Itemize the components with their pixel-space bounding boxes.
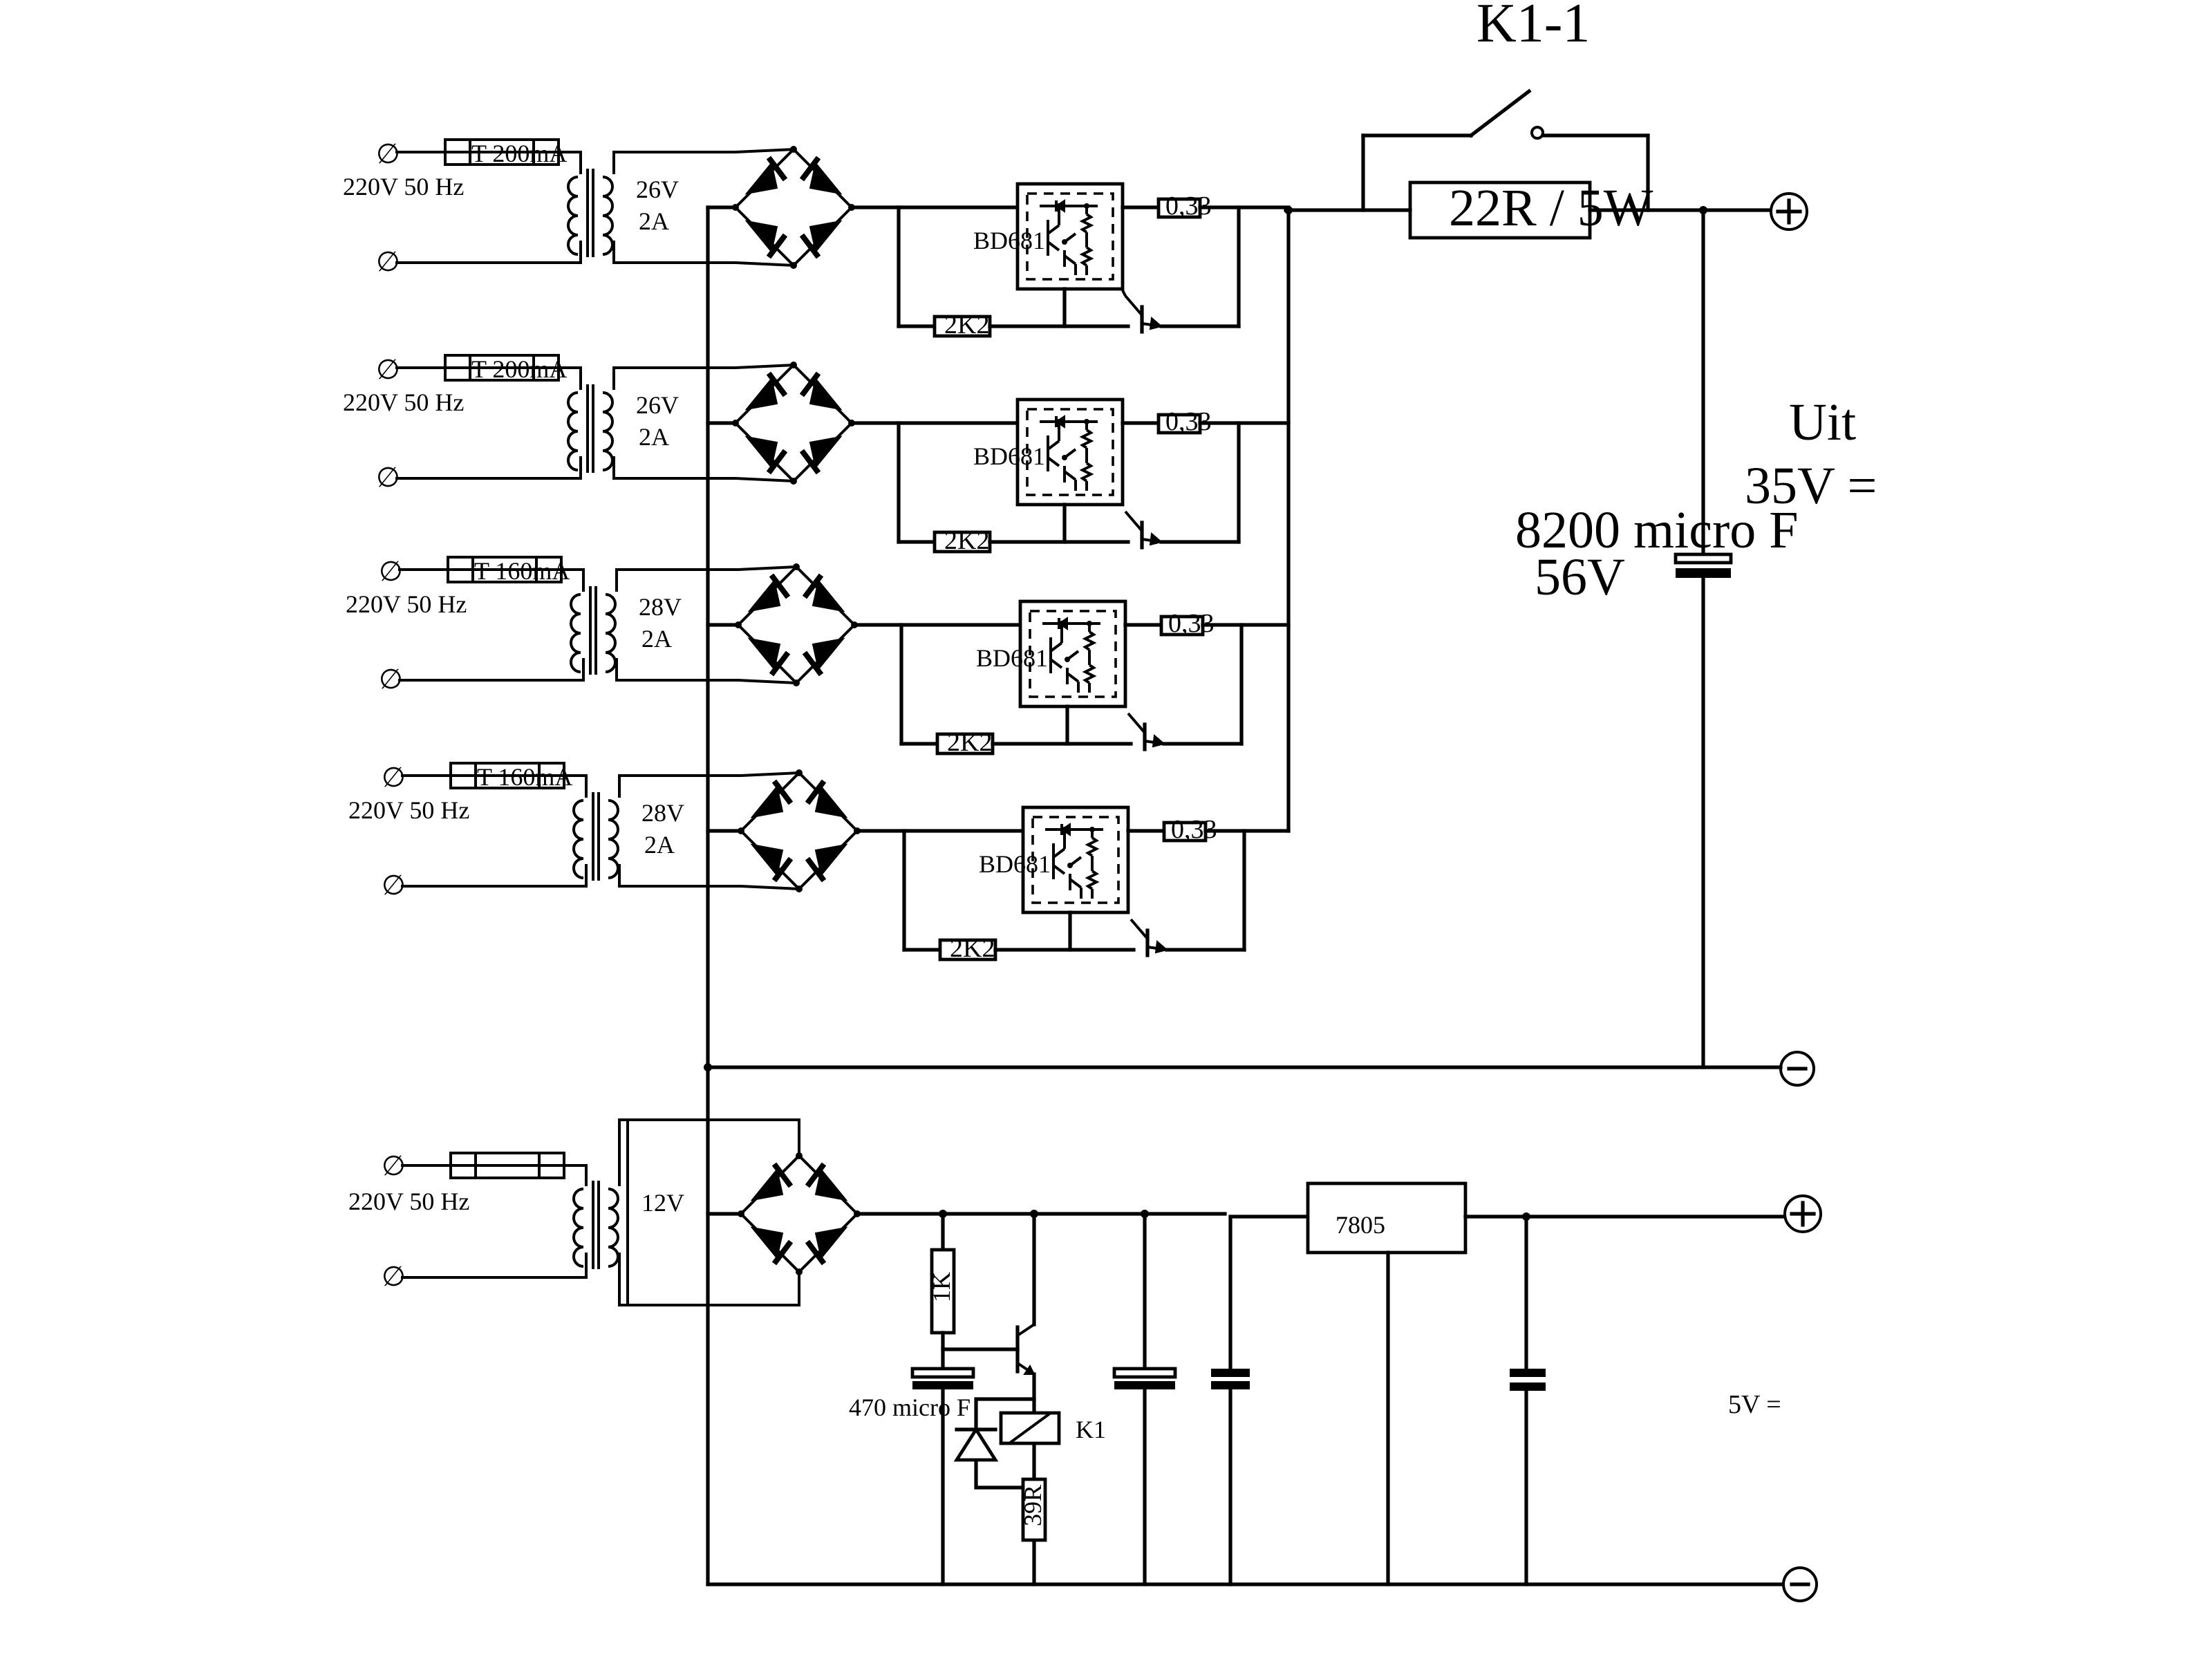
mains-1-label: 220V 50 Hz (343, 173, 464, 200)
mains-3-label: 220V 50 Hz (346, 590, 467, 618)
output-uit-label: Uit (1789, 393, 1856, 451)
bridge-rectifier-3 (735, 563, 858, 686)
capacitor-filter-1 (1112, 1367, 1177, 1389)
power-stage-3: ∅ ∅ T 160mA 220V 50 Hz 28V 2A 2K2 BD68 (346, 556, 1291, 757)
bridge-rectifier-1 (732, 146, 855, 269)
bd681-1-label: BD681 (973, 227, 1045, 254)
bd681-3-label: BD681 (976, 644, 1048, 672)
sec-voltage-2: 26V (636, 391, 679, 419)
sec-current-1: 2A (639, 207, 669, 235)
phase-symbol: ∅ (376, 354, 400, 385)
plus-terminal-5v (1783, 1194, 1822, 1233)
capacitor-filter-2 (1211, 1369, 1250, 1389)
mains-2-label: 220V 50 Hz (343, 388, 464, 416)
transformer-2 (567, 383, 614, 474)
capacitor-8200uf (1674, 552, 1733, 1069)
sec-voltage-3: 28V (639, 593, 682, 621)
res-39r-label: 39R (1019, 1485, 1047, 1526)
flyback-diode (953, 1426, 999, 1462)
res-2k2-1-label: 2K2 (944, 310, 989, 339)
fuse-2: T 200mA (420, 354, 581, 383)
res-2k2-4-label: 2K2 (950, 934, 995, 963)
fuse-2-label: T 200mA (471, 355, 567, 383)
sec-voltage-1: 26V (636, 176, 679, 203)
resistor-39r: 39R (1019, 1477, 1047, 1542)
resistor-2k2-2: 2K2 (932, 526, 992, 555)
output-35v-label: 35V = (1745, 457, 1877, 515)
sec-current-4: 2A (644, 831, 675, 859)
resistor-2k2-3: 2K2 (935, 728, 995, 757)
power-stage-4: ∅ ∅ T 160mA 220V 50 Hz 28V 2A 2K2 BD68 (348, 762, 1291, 963)
fuse-4-label: T 160mA (477, 763, 572, 791)
cap-8200-label: 8200 micro F (1515, 501, 1799, 559)
phase-symbol: ∅ (376, 138, 400, 169)
transformer-4 (572, 791, 619, 882)
fuse-3-label: T 160mA (474, 557, 570, 585)
shunt-033-3: 0,33 (1159, 609, 1215, 638)
output-5v-label: 5V = (1728, 1390, 1781, 1419)
bridge-rectifier-2 (732, 362, 855, 485)
sense-transistor-4 (1130, 918, 1169, 957)
res-2k2-2-label: 2K2 (944, 526, 989, 555)
regulator-label: 7805 (1335, 1211, 1385, 1239)
sec-voltage-4: 28V (641, 799, 684, 827)
bd681-4-label: BD681 (979, 850, 1051, 878)
resistor-22r-label: 22R / 5W (1449, 179, 1653, 237)
aux-sec-voltage: 12V (641, 1189, 684, 1217)
relay-k1-label: K1 (1076, 1416, 1106, 1443)
bd681-2-label: BD681 (973, 442, 1045, 470)
minus-terminal-5v (1782, 1566, 1818, 1602)
resistor-1k: 1K (928, 1248, 956, 1335)
relay-contact-k1-1 (1361, 88, 1650, 212)
fuse-4: T 160mA (426, 762, 586, 791)
transformer-aux (572, 1179, 619, 1271)
fuse-1: T 200mA (420, 138, 581, 167)
sense-transistor-2 (1124, 510, 1163, 550)
junction-dots (704, 206, 1707, 1221)
sec-current-2: 2A (639, 423, 669, 451)
transformer-1 (567, 167, 614, 259)
bridge-rectifier-aux (738, 1152, 861, 1275)
cap-470-label: 470 micro F (849, 1394, 971, 1421)
regulator-7805: 7805 (1306, 1181, 1468, 1255)
cap-56v-label: 56V (1535, 548, 1625, 606)
transformer-3 (570, 585, 617, 676)
power-stage-1: ∅ ∅ T 200mA 220V 50 Hz 26V 2A 2K2 BD68 (343, 138, 1291, 339)
phase-symbol: ∅ (379, 556, 403, 587)
fuse-1-label: T 200mA (471, 140, 567, 167)
capacitor-470uf (910, 1367, 975, 1389)
relay-coil-k1: K1 (999, 1411, 1106, 1445)
res-1k-label: 1K (928, 1272, 955, 1302)
mains-aux-label: 220V 50 Hz (348, 1188, 469, 1215)
resistor-2k2-1: 2K2 (932, 310, 992, 339)
bridge-rectifier-4 (738, 769, 861, 892)
resistor-22r-5w: 22R / 5W (1408, 179, 1653, 240)
sense-transistor-1 (1121, 290, 1163, 334)
sense-transistor-3 (1127, 712, 1166, 751)
phase-symbol: ∅ (382, 762, 406, 793)
aux-supply: ∅ ∅ 220V 50 Hz 12V 1K 470 mi (348, 1118, 1822, 1602)
relay-contact-label: K1-1 (1477, 0, 1590, 54)
resistor-2k2-4: 2K2 (938, 934, 997, 963)
capacitor-output-5v (1510, 1369, 1546, 1391)
minus-terminal-35v (1779, 1051, 1815, 1087)
relay-driver-transistor (1015, 1323, 1035, 1376)
fuse-aux (426, 1152, 586, 1179)
plus-terminal-35v (1770, 192, 1808, 231)
mains-4-label: 220V 50 Hz (348, 796, 469, 824)
res-2k2-3-label: 2K2 (947, 728, 992, 757)
fuse-3: T 160mA (423, 556, 583, 585)
power-stage-2: ∅ ∅ T 200mA 220V 50 Hz 26V 2A 2K2 BD68 (343, 354, 1291, 555)
sec-current-3: 2A (641, 625, 672, 653)
